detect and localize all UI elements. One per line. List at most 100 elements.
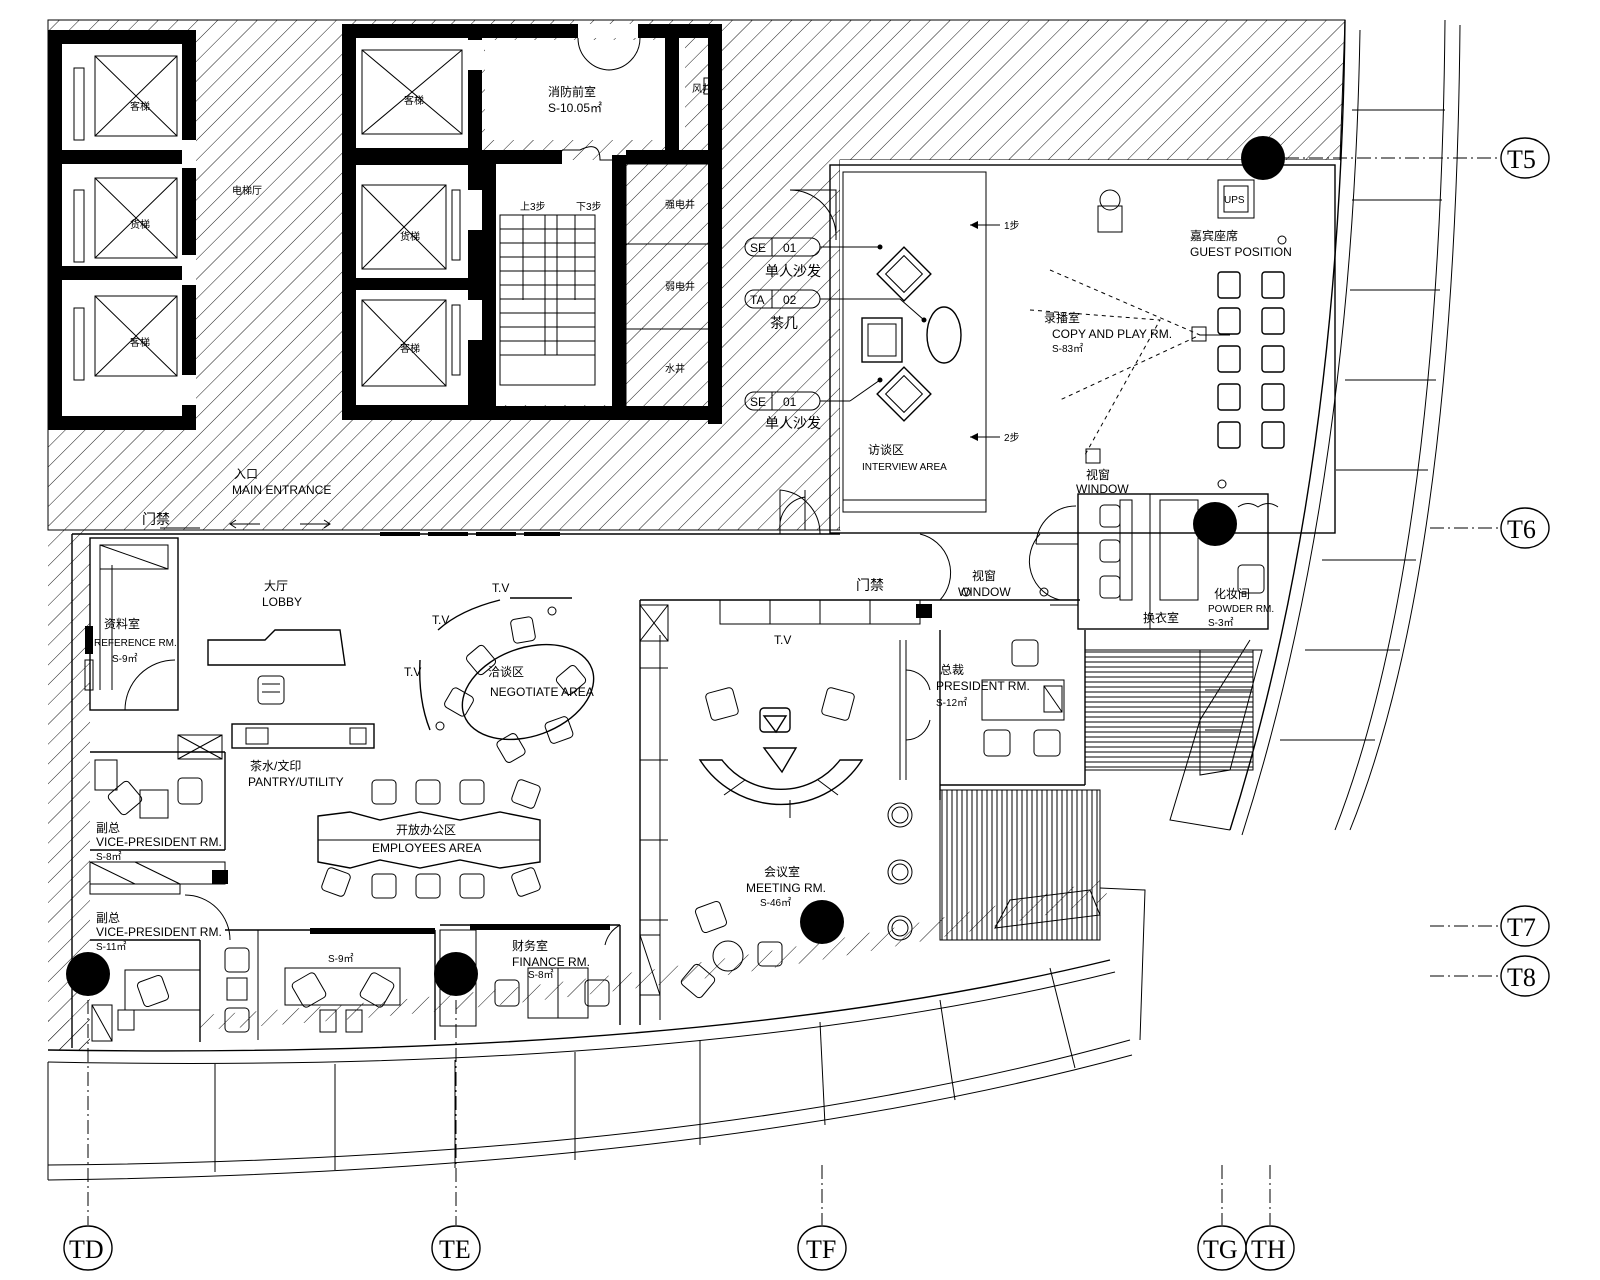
furniture-tag-3: SE 01 单人沙发 <box>744 391 821 431</box>
column-td <box>66 952 110 996</box>
copy-play-label-en: COPY AND PLAY RM. <box>1052 327 1172 341</box>
pantry-counter <box>177 723 375 760</box>
negotiate-label-zh: 洽谈区 <box>488 665 524 679</box>
tag-num-1: 01 <box>783 241 797 255</box>
shaft-label-1: 强电井 <box>665 198 695 211</box>
guest-position-zh: 嘉宾座席 <box>1190 228 1238 243</box>
axis-bubble-t5: T5 <box>1500 137 1550 179</box>
employees-label-en: EMPLOYEES AREA <box>372 841 481 855</box>
negotiate-label-en: NEGOTIATE AREA <box>490 685 594 699</box>
lift-car-5 <box>361 184 461 270</box>
office-walls <box>71 532 1086 1048</box>
lift-car-4 <box>361 49 463 135</box>
employees-workstation <box>317 779 541 899</box>
axis-label-te: TE <box>439 1235 471 1264</box>
reference-label-area: S-9㎡ <box>112 653 138 665</box>
shaft-label-4: 风井 <box>692 82 712 95</box>
tag-leaders <box>820 244 927 402</box>
vp-room-1 <box>90 751 226 851</box>
employees-label-zh: 开放办公区 <box>396 822 456 837</box>
axis-bubble-th: TH <box>1245 1225 1295 1271</box>
vp-room-1-zh: 副总 <box>96 821 120 835</box>
reference-room <box>84 537 179 711</box>
guest-position-en: GUEST POSITION <box>1190 245 1292 259</box>
lift-car-3 <box>73 295 178 381</box>
furniture-tag-2: TA 02 茶几 <box>744 289 821 331</box>
president-label-area: S-12㎡ <box>936 697 967 709</box>
stair-up-label: 上3步 <box>520 201 546 213</box>
access-control-2: 门禁 <box>856 577 884 593</box>
lift-hall-label: 电梯厅 <box>232 184 262 197</box>
pantry-label-zh: 茶水/文印 <box>250 758 301 773</box>
lift-label-2: 货梯 <box>130 218 150 231</box>
grid-lines <box>87 157 1500 1225</box>
small-office-area: S-9㎡ <box>328 953 354 965</box>
camera-sightlines <box>1029 189 1230 464</box>
tv-label-2: T.V <box>432 613 449 627</box>
axis-bubble-t7: T7 <box>1500 905 1550 947</box>
axis-label-t7: T7 <box>1507 913 1536 942</box>
window-2-marker-icon <box>961 587 971 597</box>
column-te <box>434 952 478 996</box>
ups-label: UPS <box>1224 195 1245 206</box>
column-t5 <box>1241 136 1285 180</box>
main-entrance-zh: 入口 <box>234 467 258 481</box>
powder-room <box>1035 493 1279 630</box>
axis-label-tf: TF <box>806 1235 836 1264</box>
president-label-zh: 总裁 <box>940 663 964 677</box>
window-1-en: WINDOW <box>1076 482 1129 496</box>
vp-corridor-shelving <box>89 861 231 941</box>
reference-label-zh: 资料室 <box>104 616 140 631</box>
vp-room-1-en: VICE-PRESIDENT RM. <box>96 835 222 849</box>
window-2-en: WINDOW <box>958 585 1011 599</box>
curtain-wall-east <box>1229 19 1461 836</box>
reference-label-en: REFERENCE RM. <box>94 638 177 649</box>
step-arrows <box>970 221 1000 441</box>
tag-desc-3: 单人沙发 <box>765 415 821 431</box>
access-control-1: 门禁 <box>142 511 170 527</box>
powder-room-en: POWDER RM. <box>1208 604 1274 615</box>
vp-room-2-zh: 副总 <box>96 911 120 925</box>
tag-desc-2: 茶几 <box>770 315 798 331</box>
copy-play-label-area: S-83㎡ <box>1052 343 1083 355</box>
shaft-label-3: 水井 <box>665 362 685 375</box>
step-label-bottom: 2步 <box>1004 432 1020 444</box>
lift-car-1 <box>73 55 178 141</box>
guest-seating <box>1217 179 1287 489</box>
pantry-label-en: PANTRY/UTILITY <box>248 775 344 789</box>
lift-label-6: 客梯 <box>400 342 420 355</box>
lift-car-6 <box>361 299 461 387</box>
meeting-label-area: S-46㎡ <box>760 897 791 909</box>
service-shafts <box>625 77 722 408</box>
axis-bubble-t8: T8 <box>1500 955 1550 997</box>
interview-area <box>779 164 1336 534</box>
finance-label-area: S-8㎡ <box>528 969 554 981</box>
core-clear-areas <box>485 40 1340 530</box>
elevator-bank-left <box>48 30 196 430</box>
axis-label-t5: T5 <box>1507 145 1536 174</box>
meeting-room <box>640 667 913 999</box>
elevator-bank-middle <box>342 24 484 420</box>
lobby-label-en: LOBBY <box>262 595 302 609</box>
tv-label-3: T.V <box>404 665 421 679</box>
stair-flights <box>499 214 596 386</box>
powder-room-area: S-3㎡ <box>1208 617 1234 629</box>
fire-front-room-label: 消防前室 <box>548 84 596 99</box>
copy-play-label-zh: 录播室 <box>1044 310 1080 325</box>
fire-front-room-area: S-10.05㎡ <box>548 101 602 115</box>
tv-label-4: T.V <box>774 633 791 647</box>
reception-desk <box>207 629 346 705</box>
lift-car-2 <box>73 177 178 263</box>
dressing-room-label: 换衣室 <box>1143 610 1179 625</box>
negotiate-area <box>419 597 595 763</box>
furniture-tag-1: SE 01 单人沙发 <box>744 237 821 279</box>
vp-room-2-en: VICE-PRESIDENT RM. <box>96 925 222 939</box>
column-tf <box>800 900 844 944</box>
meeting-label-en: MEETING RM. <box>746 881 826 895</box>
tag-code-2: TA <box>750 293 764 307</box>
main-entrance-en: MAIN ENTRANCE <box>232 483 331 497</box>
balcony-southeast <box>939 639 1263 1041</box>
entrance-doors <box>160 489 1061 601</box>
axis-bubble-te: TE <box>431 1225 481 1271</box>
